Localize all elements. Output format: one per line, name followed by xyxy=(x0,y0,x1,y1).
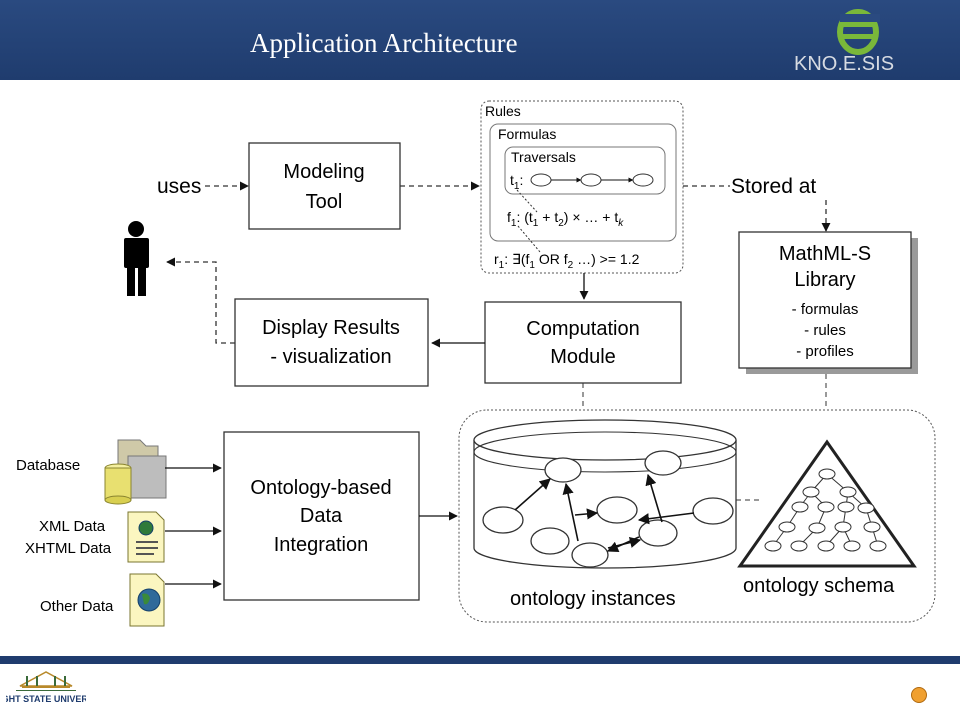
uses-label: uses xyxy=(157,175,201,198)
modeling-tool-line1: Modeling xyxy=(283,161,364,183)
status-dot xyxy=(911,687,927,703)
knoesis-logo: KNO.E.SIS xyxy=(794,9,894,75)
header-bar: Application Architecture KNO.E.SIS xyxy=(0,0,960,80)
ontology-instances-cylinder xyxy=(473,419,737,569)
data-source-database: Database xyxy=(16,457,80,474)
integration-line3: Integration xyxy=(274,534,369,556)
integration-box xyxy=(223,431,420,601)
instance-node xyxy=(692,497,734,525)
user-icon xyxy=(124,221,149,296)
rules-container: Rules Formulas Traversals t1: f1: (t1 + … xyxy=(480,100,684,274)
instance-node xyxy=(596,496,638,524)
instance-node xyxy=(638,519,678,547)
display-to-user-arrow xyxy=(166,257,235,344)
formulas-title: Formulas xyxy=(498,126,556,142)
ontology-schema-triangle xyxy=(737,439,917,568)
computation-line1: Computation xyxy=(526,318,639,340)
footer-bar xyxy=(0,656,960,664)
instance-node xyxy=(530,527,570,555)
modeling-tool-box xyxy=(248,142,401,230)
integration-line1: Ontology-based xyxy=(250,477,391,499)
display-line2: - visualization xyxy=(270,346,391,368)
page-title: Application Architecture xyxy=(250,28,518,58)
ontology-container xyxy=(458,409,936,623)
computation-module-box xyxy=(484,301,682,384)
instance-node xyxy=(544,457,582,483)
instance-node xyxy=(482,506,524,534)
instance-node xyxy=(571,542,609,568)
rules-title: Rules xyxy=(485,103,521,119)
wsu-name: WRIGHT STATE UNIVERSITY xyxy=(6,694,86,704)
traversals-title: Traversals xyxy=(511,149,576,165)
stored-at-label: Stored at xyxy=(731,175,816,198)
xml-document-icon xyxy=(127,511,165,563)
data-source-xml: XML Data xyxy=(39,518,106,535)
ontology-schema-label: ontology schema xyxy=(743,575,895,597)
display-results-box xyxy=(234,298,429,387)
computation-line2: Module xyxy=(550,346,616,368)
library-item-rules: - rules xyxy=(804,322,846,339)
library-line1: MathML-S xyxy=(779,243,871,265)
mathml-library-box: MathML-S Library - formulas - rules - pr… xyxy=(738,231,918,374)
data-source-other: Other Data xyxy=(40,598,114,615)
architecture-diagram: uses Modeling Tool Rules Formulas Traver… xyxy=(16,100,936,627)
ontology-instances-label: ontology instances xyxy=(510,588,676,610)
traversal-t1: t1: xyxy=(510,172,523,192)
display-line1: Display Results xyxy=(262,317,400,339)
traversal-node-3 xyxy=(632,173,654,187)
formula-f1: f1: (t1 + t2) × … + tk xyxy=(507,209,624,229)
integration-line2: Data xyxy=(300,505,343,527)
rule-r1: r1: ∃(f1 OR f2 …) >= 1.2 xyxy=(494,251,640,271)
instance-edges xyxy=(514,473,695,552)
instance-node xyxy=(644,450,682,476)
library-line2: Library xyxy=(794,269,855,291)
data-source-xhtml: XHTML Data xyxy=(25,540,112,557)
traversal-node-1 xyxy=(530,173,552,187)
traversal-node-2 xyxy=(580,173,602,187)
other-document-icon xyxy=(129,573,165,627)
library-item-formulas: - formulas xyxy=(792,301,859,318)
logo-text: KNO.E.SIS xyxy=(794,53,894,75)
modeling-tool-line2: Tool xyxy=(306,191,343,213)
wright-state-logo: WRIGHT STATE UNIVERSITY xyxy=(6,671,86,704)
database-icon xyxy=(104,439,167,505)
library-item-profiles: - profiles xyxy=(796,343,854,360)
